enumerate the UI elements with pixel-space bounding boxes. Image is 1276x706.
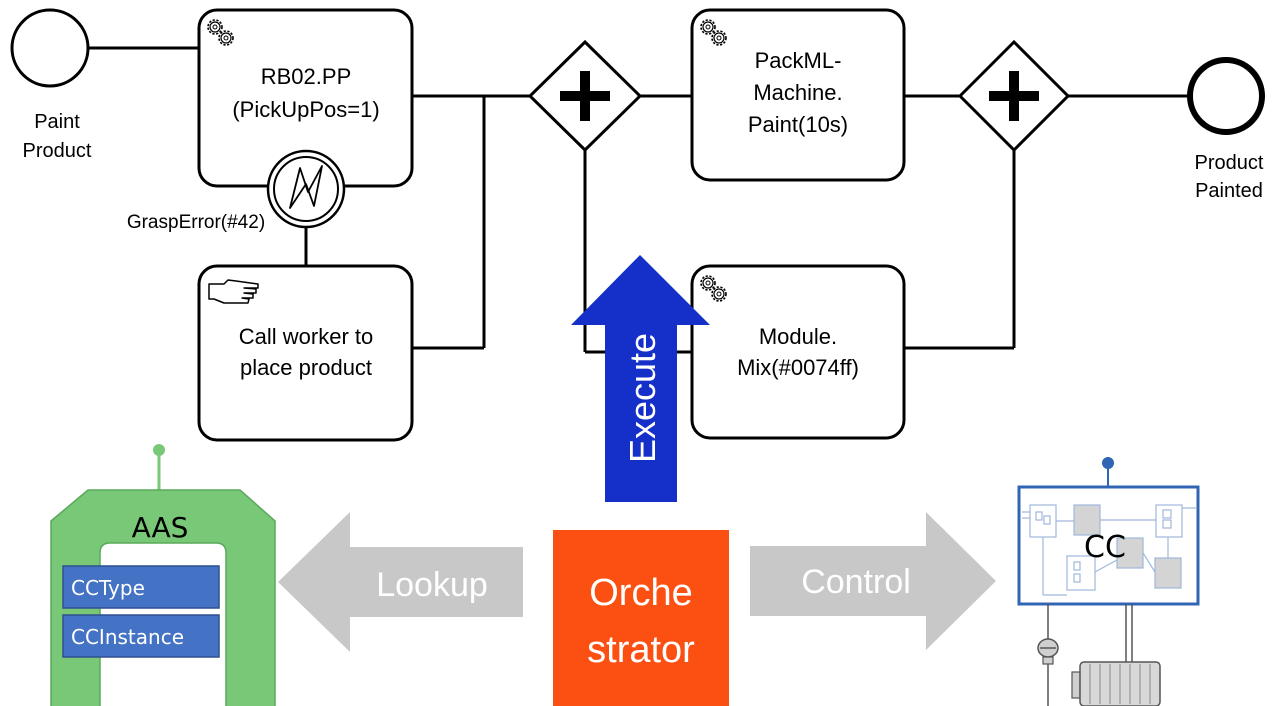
end-event[interactable] [1187,57,1265,135]
cc-label: CC [1084,530,1126,565]
task-call-worker[interactable] [197,264,414,442]
task-module-line2: Mix(#0074ff) [737,355,859,380]
task-rb02-line2: (PickUpPos=1) [232,97,379,122]
cc-circuit-graphic [1022,504,1196,596]
sequence-flows [89,46,1188,354]
orchestrator-box[interactable] [553,530,729,706]
task-packml[interactable] [690,8,906,182]
motor-icon [1071,604,1161,706]
execute-label: Execute [622,333,663,463]
start-event[interactable] [10,8,90,88]
task-packml-line2: Machine. [753,80,842,105]
task-rb02-line1: RB02.PP [261,64,352,89]
lookup-label: Lookup [376,566,488,604]
aas-title: AAS [132,511,189,544]
control-label: Control [801,563,911,601]
plus-icon [989,71,1039,121]
ccinstance-item[interactable] [62,614,220,658]
ccinstance-label: CCInstance [71,625,184,649]
task-call-worker-line1: Call worker to [239,324,373,349]
task-packml-line1: PackML- [755,48,842,73]
cctype-label: CCType [71,576,145,600]
start-event-label-line1: Paint [34,111,80,133]
sensor-icon [1037,604,1059,706]
task-module[interactable] [690,264,906,440]
execute-arrow [571,255,710,502]
lightning-icon [289,165,323,209]
end-event-label-line2: Painted [1195,180,1263,202]
task-module-line1: Module. [759,324,837,349]
orchestrator-line2: strator [587,629,695,671]
error-boundary-event[interactable] [266,149,346,229]
task-call-worker-line2: place product [240,355,372,380]
hand-icon [208,279,259,304]
lookup-arrow [278,512,523,652]
end-event-label-line1: Product [1195,152,1264,174]
plus-icon [560,71,610,121]
start-event-label-line2: Product [23,140,92,162]
control-arrow [750,512,996,650]
error-event-label: GraspError(#42) [127,212,265,233]
orchestrator-line1: Orche [589,572,692,614]
task-packml-line3: Paint(10s) [748,112,848,137]
cctype-item[interactable] [62,565,220,609]
